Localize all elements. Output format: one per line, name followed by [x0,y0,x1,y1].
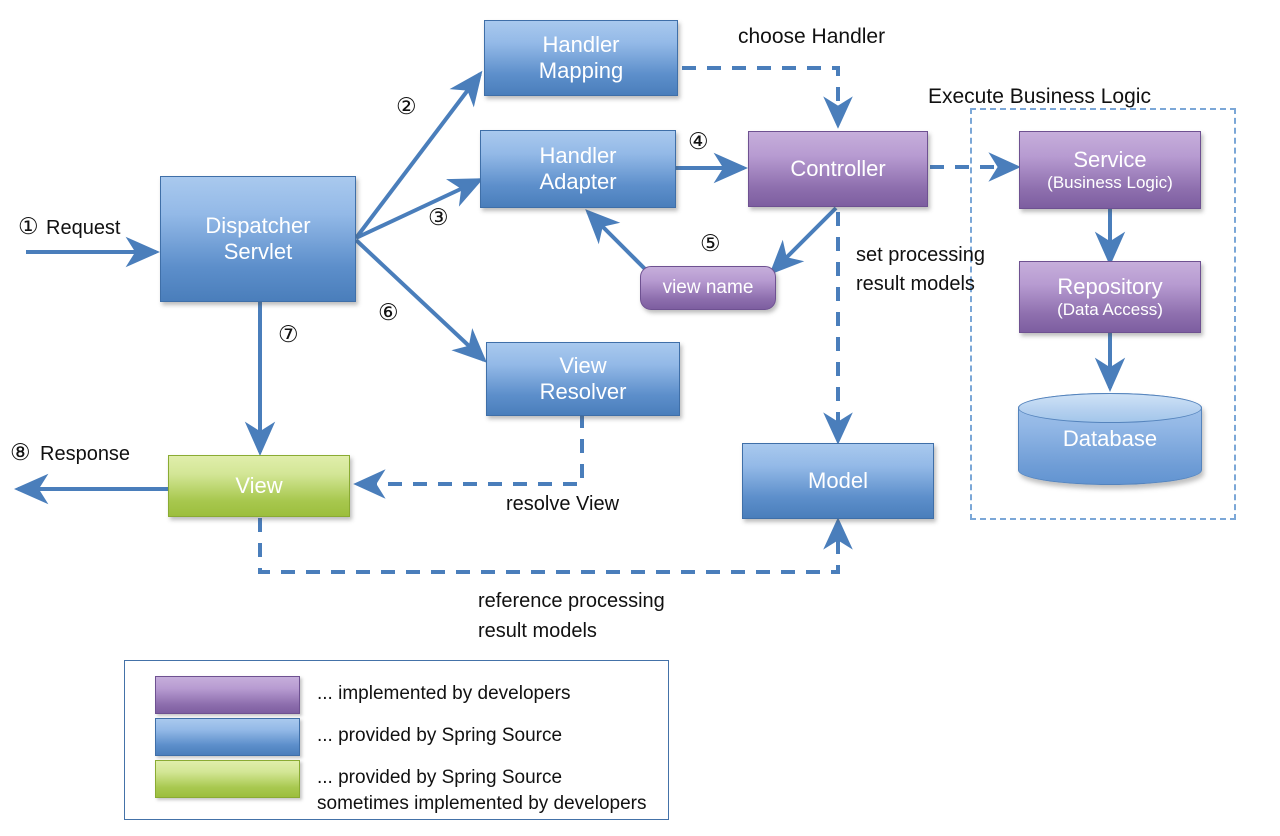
arrow-step6 [354,238,487,363]
node-view-label: View [235,473,283,499]
node-controller-label: Controller [790,156,886,182]
node-controller[interactable]: Controller [748,131,928,207]
legend-swatch-purple [155,676,300,714]
arrow-controller-to-viewname [769,206,838,275]
arrow-resolve-view [353,414,584,499]
node-view-name[interactable]: view name [640,266,776,310]
step-number-7: ⑦ [278,321,299,347]
arrow-step5 [585,209,650,274]
node-dispatcher-servlet[interactable]: Dispatcher Servlet [160,176,356,302]
arrow-choose-handler [682,66,853,129]
step-number-4: ④ [688,128,709,154]
legend-label-spring-source: ... provided by Spring Source [317,725,563,746]
node-repository-label: Repository [1057,274,1163,300]
node-handler-adapter[interactable]: Handler Adapter [480,130,676,208]
node-view-resolver-label: View Resolver [539,353,627,404]
legend-item-developers: ... implemented by developers [155,676,570,714]
legend-label-developers: ... implemented by developers [317,683,571,704]
node-repository-sublabel: (Data Access) [1057,300,1163,320]
node-database[interactable]: Database [1018,393,1202,485]
node-dispatcher-servlet-label: Dispatcher Servlet [205,213,311,264]
execute-business-logic-group [970,108,1236,520]
node-handler-mapping[interactable]: Handler Mapping [484,20,678,96]
node-view-name-label: view name [662,276,754,298]
node-repository[interactable]: Repository (Data Access) [1019,261,1201,333]
legend-box: ... implemented by developers ... provid… [124,660,669,820]
legend-item-spring-source: ... provided by Spring Source [155,718,562,756]
legend-swatch-blue [155,718,300,756]
step-number-2: ② [396,93,417,119]
node-handler-mapping-label: Handler Mapping [538,32,624,83]
arrow-step2 [354,70,483,240]
step-number-8: ⑧ [10,439,31,465]
step-number-3: ③ [428,204,449,230]
node-service[interactable]: Service (Business Logic) [1019,131,1201,209]
label-response: Response [40,443,131,465]
legend-item-spring-source-and-developers: ... provided by Spring Source sometimes … [155,760,647,817]
step-number-6: ⑥ [378,299,399,325]
label-request: Request [46,217,121,239]
node-service-label: Service [1073,147,1147,173]
step-number-1: ① [18,213,39,239]
node-handler-adapter-label: Handler Adapter [539,143,617,194]
arrow-reference-models [258,517,853,574]
label-reference-processing-result-models: reference processing result models [478,590,665,642]
label-set-processing-result-models: set processing result models [856,244,985,295]
execute-business-logic-label: Execute Business Logic [928,85,1151,108]
node-database-label: Database [1062,426,1158,451]
arrow-step3 [355,178,484,240]
legend-swatch-green [155,760,300,798]
node-model[interactable]: Model [742,443,934,519]
step-number-5: ⑤ [700,230,721,256]
label-choose-handler: choose Handler [738,25,886,48]
node-service-sublabel: (Business Logic) [1047,173,1173,193]
node-view-resolver[interactable]: View Resolver [486,342,680,416]
node-model-label: Model [808,468,868,494]
label-resolve-view: resolve View [506,493,620,515]
database-cylinder-top [1018,393,1202,423]
legend-label-spring-source-and-developers: ... provided by Spring Source sometimes … [317,767,647,815]
node-view[interactable]: View [168,455,350,517]
